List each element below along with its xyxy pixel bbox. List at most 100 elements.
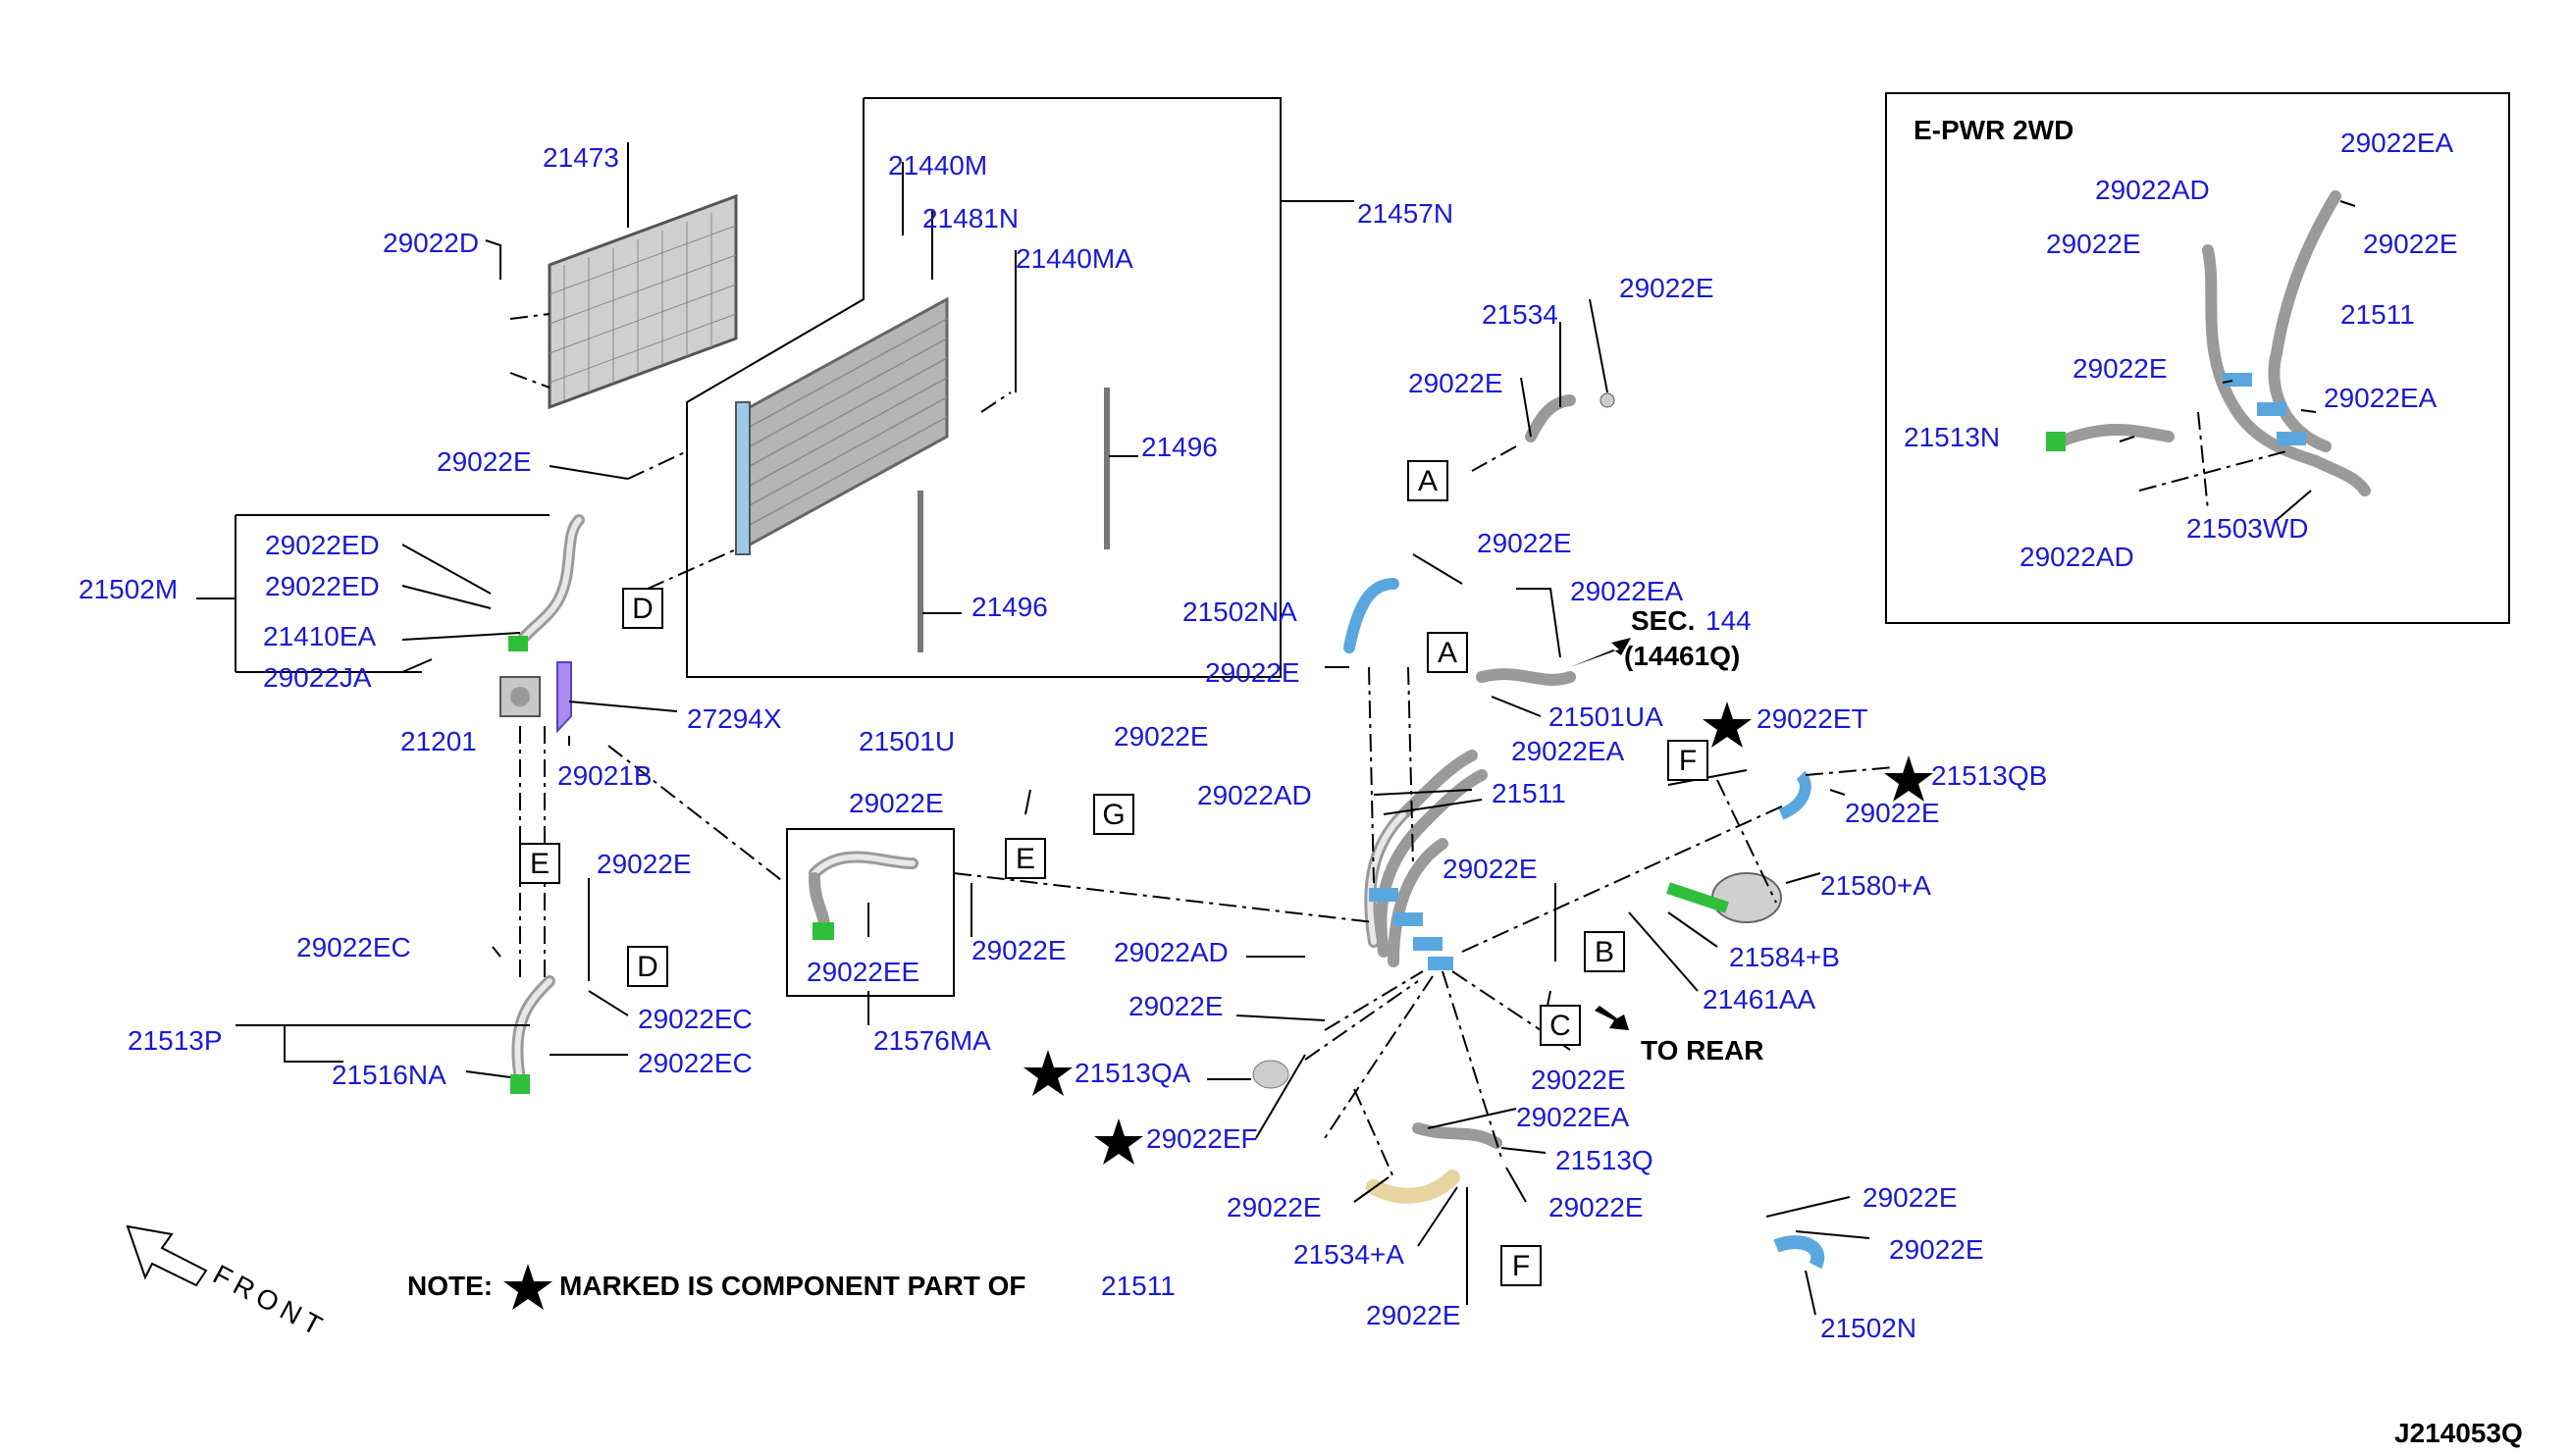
inset-labels: E-PWR 2WD 29022EA 29022AD 29022E 29022E … bbox=[1904, 115, 2458, 572]
hose-21501UA bbox=[1476, 668, 1576, 686]
label-29022E: 29022E bbox=[2363, 229, 2458, 259]
note-part: 21511 bbox=[1101, 1271, 1176, 1301]
label-21513N: 21513N bbox=[1904, 422, 2000, 452]
label-29022EA: 29022EA bbox=[1570, 576, 1684, 606]
label-21501U: 21501U bbox=[859, 726, 955, 756]
sec-arrow bbox=[1570, 638, 1631, 667]
star-icon bbox=[1884, 755, 1933, 802]
star-icons bbox=[503, 702, 1933, 1310]
label-29022EC: 29022EC bbox=[296, 932, 411, 962]
label-21584B: 21584+B bbox=[1729, 942, 1840, 972]
label-29022ED: 29022ED bbox=[265, 530, 380, 560]
valve-21201 bbox=[499, 676, 541, 717]
connector-21516NA bbox=[510, 1074, 530, 1094]
label-29022E: 29022E bbox=[1531, 1065, 1626, 1095]
label-29022E: 29022E bbox=[597, 849, 692, 879]
label-29022AD: 29022AD bbox=[2095, 175, 2210, 205]
ref-box-f: F bbox=[1679, 745, 1697, 777]
label-29022E: 29022E bbox=[1128, 991, 1224, 1021]
label-21473: 21473 bbox=[543, 142, 619, 173]
label-29022JA: 29022JA bbox=[263, 662, 372, 693]
label-29022EA: 29022EA bbox=[2340, 128, 2454, 158]
front-label: FRONT bbox=[208, 1259, 332, 1344]
ref-box-d: D bbox=[637, 951, 658, 983]
connector-21502M bbox=[508, 636, 528, 651]
label-21502M: 21502M bbox=[79, 574, 178, 604]
seal-21496-b bbox=[918, 491, 923, 652]
label-21410EA: 21410EA bbox=[263, 621, 377, 651]
part-labels: 21473 29022D 21440M 21481N 21440MA 21457… bbox=[79, 142, 2047, 1343]
label-29022AD: 29022AD bbox=[1114, 937, 1229, 967]
label-21440M: 21440M bbox=[888, 150, 987, 181]
label-21511: 21511 bbox=[1492, 778, 1566, 808]
seal-21496-a bbox=[1104, 388, 1110, 549]
hose-21502NA bbox=[1343, 578, 1399, 653]
label-21501UA: 21501UA bbox=[1548, 702, 1663, 732]
label-29022E: 29022E bbox=[849, 788, 944, 818]
condenser-21481N bbox=[735, 296, 949, 555]
label-29022ET: 29022ET bbox=[1757, 703, 1868, 734]
label-21534: 21534 bbox=[1482, 299, 1558, 330]
label-29022E: 29022E bbox=[1548, 1192, 1644, 1222]
compressor-21580A bbox=[1666, 872, 1782, 923]
label-29022EF: 29022EF bbox=[1146, 1123, 1258, 1154]
label-21511: 21511 bbox=[2340, 299, 2415, 330]
star-icon bbox=[1703, 702, 1752, 748]
ref-box-e: E bbox=[1016, 843, 1035, 875]
sec-label: SEC. bbox=[1631, 605, 1695, 636]
part-21513QA bbox=[1252, 1060, 1289, 1089]
ref-box-c: C bbox=[1549, 1010, 1571, 1042]
label-29022AD: 29022AD bbox=[2019, 542, 2134, 572]
label-29022E: 29022E bbox=[1227, 1192, 1322, 1222]
star-icon bbox=[1094, 1118, 1143, 1165]
label-29022ED: 29022ED bbox=[265, 571, 380, 601]
leader-lines bbox=[196, 142, 1870, 1316]
label-21576MA: 21576MA bbox=[873, 1025, 991, 1056]
sec-number: 144 bbox=[1705, 605, 1752, 636]
label-29022E: 29022E bbox=[1619, 273, 1714, 303]
label-21534A: 21534+A bbox=[1293, 1239, 1404, 1270]
hose-21502N bbox=[1773, 1235, 1825, 1270]
hose-21534A bbox=[1366, 1170, 1460, 1204]
assembly-lines bbox=[509, 313, 1895, 1178]
inset-title: E-PWR 2WD bbox=[1914, 115, 2073, 145]
inset-epwr-2wd bbox=[1885, 92, 2510, 624]
label-29022E: 29022E bbox=[1862, 1182, 1958, 1213]
note-text: MARKED IS COMPONENT PART OF bbox=[559, 1271, 1025, 1301]
label-29022D: 29022D bbox=[383, 228, 479, 258]
label-21481N: 21481N bbox=[922, 203, 1019, 234]
bracket-27294X bbox=[556, 661, 572, 734]
label-29022EC: 29022EC bbox=[638, 1004, 753, 1034]
label-29022EA: 29022EA bbox=[1511, 736, 1625, 766]
label-21513P: 21513P bbox=[128, 1025, 223, 1056]
inset-hoses bbox=[2046, 190, 2371, 521]
hose-group-box bbox=[786, 828, 955, 997]
label-29022EE: 29022EE bbox=[807, 957, 919, 987]
ref-box-a: A bbox=[1438, 637, 1457, 669]
hose-21513QB bbox=[1778, 770, 1811, 820]
label-29022E: 29022E bbox=[1408, 368, 1503, 398]
label-29022E: 29022E bbox=[437, 446, 532, 477]
label-29022E: 29022E bbox=[1366, 1300, 1461, 1330]
label-21502NA: 21502NA bbox=[1182, 597, 1297, 627]
label-21513QA: 21513QA bbox=[1075, 1058, 1191, 1088]
label-29022EA: 29022EA bbox=[1516, 1102, 1630, 1132]
reference-boxes: A A B C D D E E F F G bbox=[519, 460, 1708, 1286]
label-29022EA: 29022EA bbox=[2324, 383, 2438, 413]
front-arrow bbox=[126, 1224, 208, 1287]
label-21513Q: 21513Q bbox=[1555, 1145, 1653, 1175]
diagram-id: J214053Q bbox=[2394, 1418, 2523, 1448]
to-rear-label: TO REAR bbox=[1641, 1035, 1764, 1066]
label-21440MA: 21440MA bbox=[1016, 243, 1133, 274]
label-29021B: 29021B bbox=[557, 760, 653, 791]
label-29022E: 29022E bbox=[1442, 854, 1538, 884]
label-29022E: 29022E bbox=[2072, 353, 2168, 384]
label-21496: 21496 bbox=[971, 592, 1048, 622]
note-prefix: NOTE: bbox=[407, 1271, 493, 1301]
ref-box-f: F bbox=[1512, 1250, 1530, 1282]
label-29022E: 29022E bbox=[1477, 528, 1572, 558]
label-29022EC: 29022EC bbox=[638, 1048, 753, 1078]
label-21457N: 21457N bbox=[1357, 198, 1453, 229]
ref-box-a: A bbox=[1418, 465, 1438, 497]
